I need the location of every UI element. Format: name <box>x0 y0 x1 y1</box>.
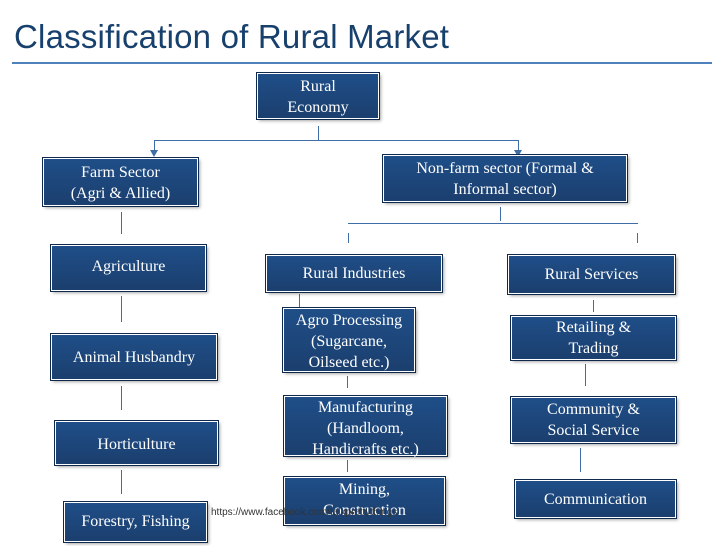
arrow-to-nonfarm <box>514 150 522 157</box>
node-communication: Communication <box>515 480 676 518</box>
node-non-farm-sector: Non-farm sector (Formal & Informal secto… <box>383 155 627 202</box>
node-agro-processing: Agro Processing (Sugarcane, Oilseed etc.… <box>283 308 415 372</box>
connector-manuf-mining <box>347 460 348 472</box>
connector-animal-horti <box>121 386 122 410</box>
title-underline <box>12 62 712 64</box>
node-manufacturing: Manufacturing (Handloom, Handicrafts etc… <box>284 396 447 458</box>
node-rural-services: Rural Services <box>508 255 675 294</box>
connector-to-farm <box>154 140 155 152</box>
connector-services-retail <box>593 300 594 312</box>
node-horticulture: Horticulture <box>55 421 218 465</box>
node-farm-sector: Farm Sector (Agri & Allied) <box>43 158 198 206</box>
node-mining-construction: Mining, Construction <box>284 477 445 525</box>
connector-to-industries <box>348 233 349 243</box>
connector-farm-agri <box>121 212 122 234</box>
connector-agro-manuf <box>347 376 348 388</box>
watermark-url: https://www.facebook.com/talkprettything… <box>211 507 398 518</box>
node-agriculture: Agriculture <box>51 245 206 291</box>
connector-horti-forestry <box>121 470 122 494</box>
node-animal-husbandry: Animal Husbandry <box>51 334 217 380</box>
node-rural-economy: Rural Economy <box>257 73 379 119</box>
connector-retail-community <box>585 364 586 386</box>
connector-nonfarm-down <box>500 207 501 221</box>
node-retailing-trading: Retailing & Trading <box>511 316 676 360</box>
node-forestry-fishing: Forestry, Fishing <box>64 502 207 542</box>
page-title: Classification of Rural Market <box>14 18 450 55</box>
connector-to-services <box>637 233 638 243</box>
connector-industries-agro <box>299 294 300 308</box>
arrow-to-farm <box>150 150 158 157</box>
node-community-social: Community & Social Service <box>511 397 676 443</box>
node-rural-industries: Rural Industries <box>266 255 442 292</box>
connector-to-nonfarm <box>518 140 519 152</box>
connector-agri-animal <box>121 296 122 322</box>
connector-root-branch <box>154 140 518 141</box>
connector-community-comm <box>580 448 581 472</box>
connector-root-down <box>318 126 319 140</box>
connector-nonfarm-branch <box>348 223 638 224</box>
